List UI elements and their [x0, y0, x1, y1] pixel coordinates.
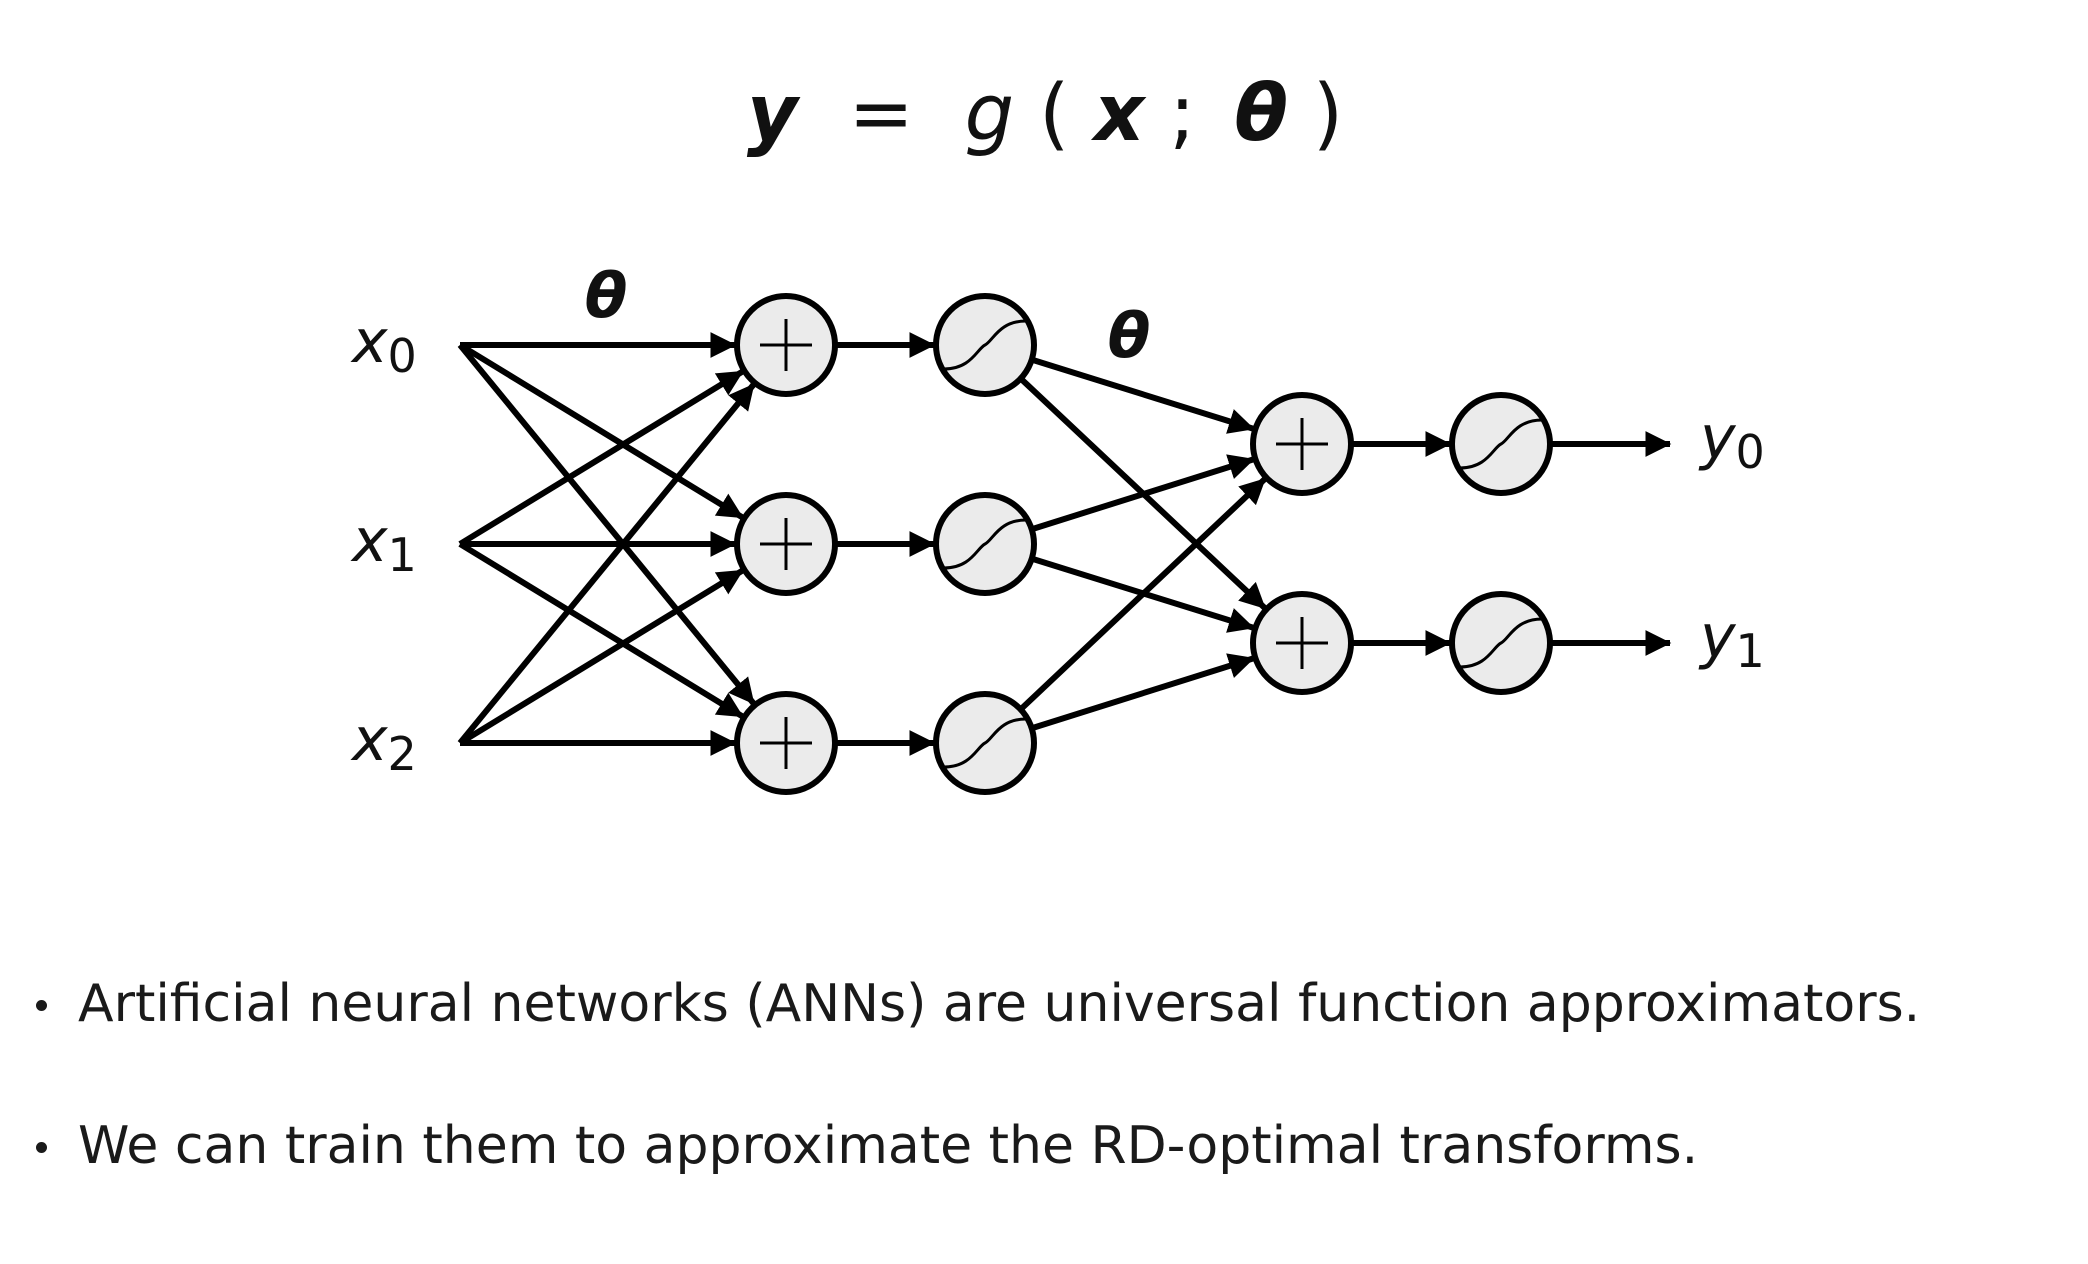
input-label-x2-base: x — [350, 705, 388, 775]
plus-icon — [760, 518, 812, 570]
edge-input-1-to-sum-0 — [458, 369, 745, 547]
bullet-dot-icon — [36, 1000, 47, 1011]
input-label-x1: x1 — [350, 506, 417, 582]
output-label-y0-base: y — [1698, 403, 1737, 473]
output-label-y1-sub: 1 — [1736, 624, 1765, 678]
edge-input-1-to-sum-2 — [458, 541, 745, 719]
sigmoid-icon — [1459, 418, 1543, 470]
bullet-text-2: We can train them to approximate the RD-… — [78, 1116, 1699, 1176]
output-sum-node-0 — [1250, 392, 1354, 496]
plus-icon — [760, 717, 812, 769]
edge-activation-2-to-output-sum-1 — [1030, 653, 1255, 732]
hidden-sum-node-0 — [734, 293, 838, 397]
output-label-y1-base: y — [1698, 602, 1737, 672]
hidden-activation-node-2 — [933, 691, 1037, 795]
sigmoid-icon — [1459, 617, 1543, 669]
output-activation-node-0 — [1449, 392, 1553, 496]
equation-lhs: y — [747, 69, 801, 159]
plus-icon — [760, 319, 812, 371]
equation-open-paren: ( — [1039, 69, 1069, 159]
equation-arg-x: x — [1090, 69, 1147, 159]
hidden-activation-node-1 — [933, 492, 1037, 596]
equation-close-paren: ) — [1313, 69, 1343, 159]
bullet-item-1: Artificial neural networks (ANNs) are un… — [30, 975, 1920, 1033]
edge-input-2-to-sum-1 — [458, 568, 745, 746]
weight-label-theta-first: θ — [585, 259, 628, 332]
bullet-text-1: Artificial neural networks (ANNs) are un… — [78, 974, 1921, 1034]
input-label-x0: x0 — [350, 307, 417, 383]
output-label-y1: y1 — [1698, 602, 1765, 678]
input-label-x1-sub: 1 — [388, 528, 417, 582]
sigmoid-icon — [943, 518, 1027, 570]
hidden-sum-node-2 — [734, 691, 838, 795]
edge-input-0-to-sum-1 — [458, 342, 745, 520]
bullet-item-2: We can train them to approximate the RD-… — [30, 1117, 1920, 1175]
equation-separator: ; — [1169, 69, 1195, 159]
input-label-x2-sub: 2 — [388, 727, 417, 781]
edge-activation-0-to-output-sum-0 — [1030, 356, 1255, 434]
network-nodes — [734, 293, 1553, 795]
output-activation-node-1 — [1449, 591, 1553, 695]
equation-func: g — [965, 69, 1015, 159]
connection-edges — [457, 332, 1672, 756]
sigmoid-icon — [943, 717, 1027, 769]
plus-icon — [1276, 418, 1328, 470]
sigmoid-icon — [943, 319, 1027, 371]
edge-activation-1-to-output-sum-0 — [1030, 454, 1255, 533]
input-label-x2: x2 — [350, 705, 417, 781]
input-label-x0-base: x — [350, 307, 388, 377]
bullet-list: Artificial neural networks (ANNs) are un… — [30, 975, 1920, 1175]
edge-input-0-to-sum-2 — [457, 343, 757, 706]
weight-label-theta-second: θ — [1108, 299, 1151, 372]
edge-input-2-to-sum-0 — [457, 382, 757, 745]
input-label-x0-sub: 0 — [388, 329, 417, 383]
output-label-y0-sub: 0 — [1736, 425, 1765, 479]
hidden-sum-node-1 — [734, 492, 838, 596]
equation-equals: = — [848, 69, 913, 159]
equation: y = g ( x ; θ ) — [747, 69, 1343, 159]
plus-icon — [1276, 617, 1328, 669]
input-label-x1-base: x — [350, 506, 388, 576]
output-sum-node-1 — [1250, 591, 1354, 695]
hidden-activation-node-0 — [933, 293, 1037, 397]
input-labels: x0 x1 x2 — [350, 307, 417, 781]
bullet-dot-icon — [36, 1142, 47, 1153]
equation-arg-theta: θ — [1234, 69, 1288, 159]
output-labels: y0 y1 — [1698, 403, 1765, 678]
output-label-y0: y0 — [1698, 403, 1765, 479]
edge-activation-2-to-output-sum-0 — [1018, 476, 1267, 712]
